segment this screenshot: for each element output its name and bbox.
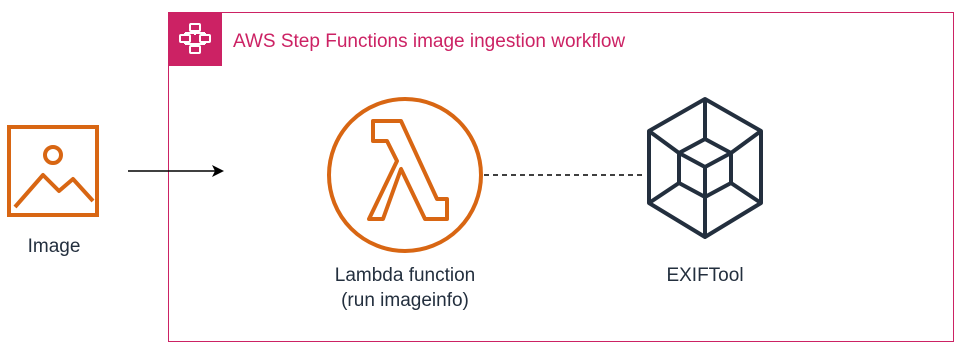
image-to-workflow-arrow <box>128 165 224 177</box>
lambda-icon <box>327 97 483 253</box>
step-functions-badge <box>168 12 222 66</box>
image-icon <box>7 125 99 217</box>
lambda-label-line1: Lambda function <box>334 265 476 286</box>
lambda-exiftool-connector <box>484 174 646 176</box>
cube-icon <box>647 97 763 239</box>
lambda-label: Lambda function (run imageinfo) <box>300 264 510 313</box>
step-functions-icon <box>179 23 211 54</box>
exiftool-label: EXIFTool <box>666 265 744 286</box>
group-title: AWS Step Functions image ingestion workf… <box>233 31 626 52</box>
lambda-label-line2: (run imageinfo) <box>341 289 469 311</box>
image-label: Image <box>27 236 81 257</box>
